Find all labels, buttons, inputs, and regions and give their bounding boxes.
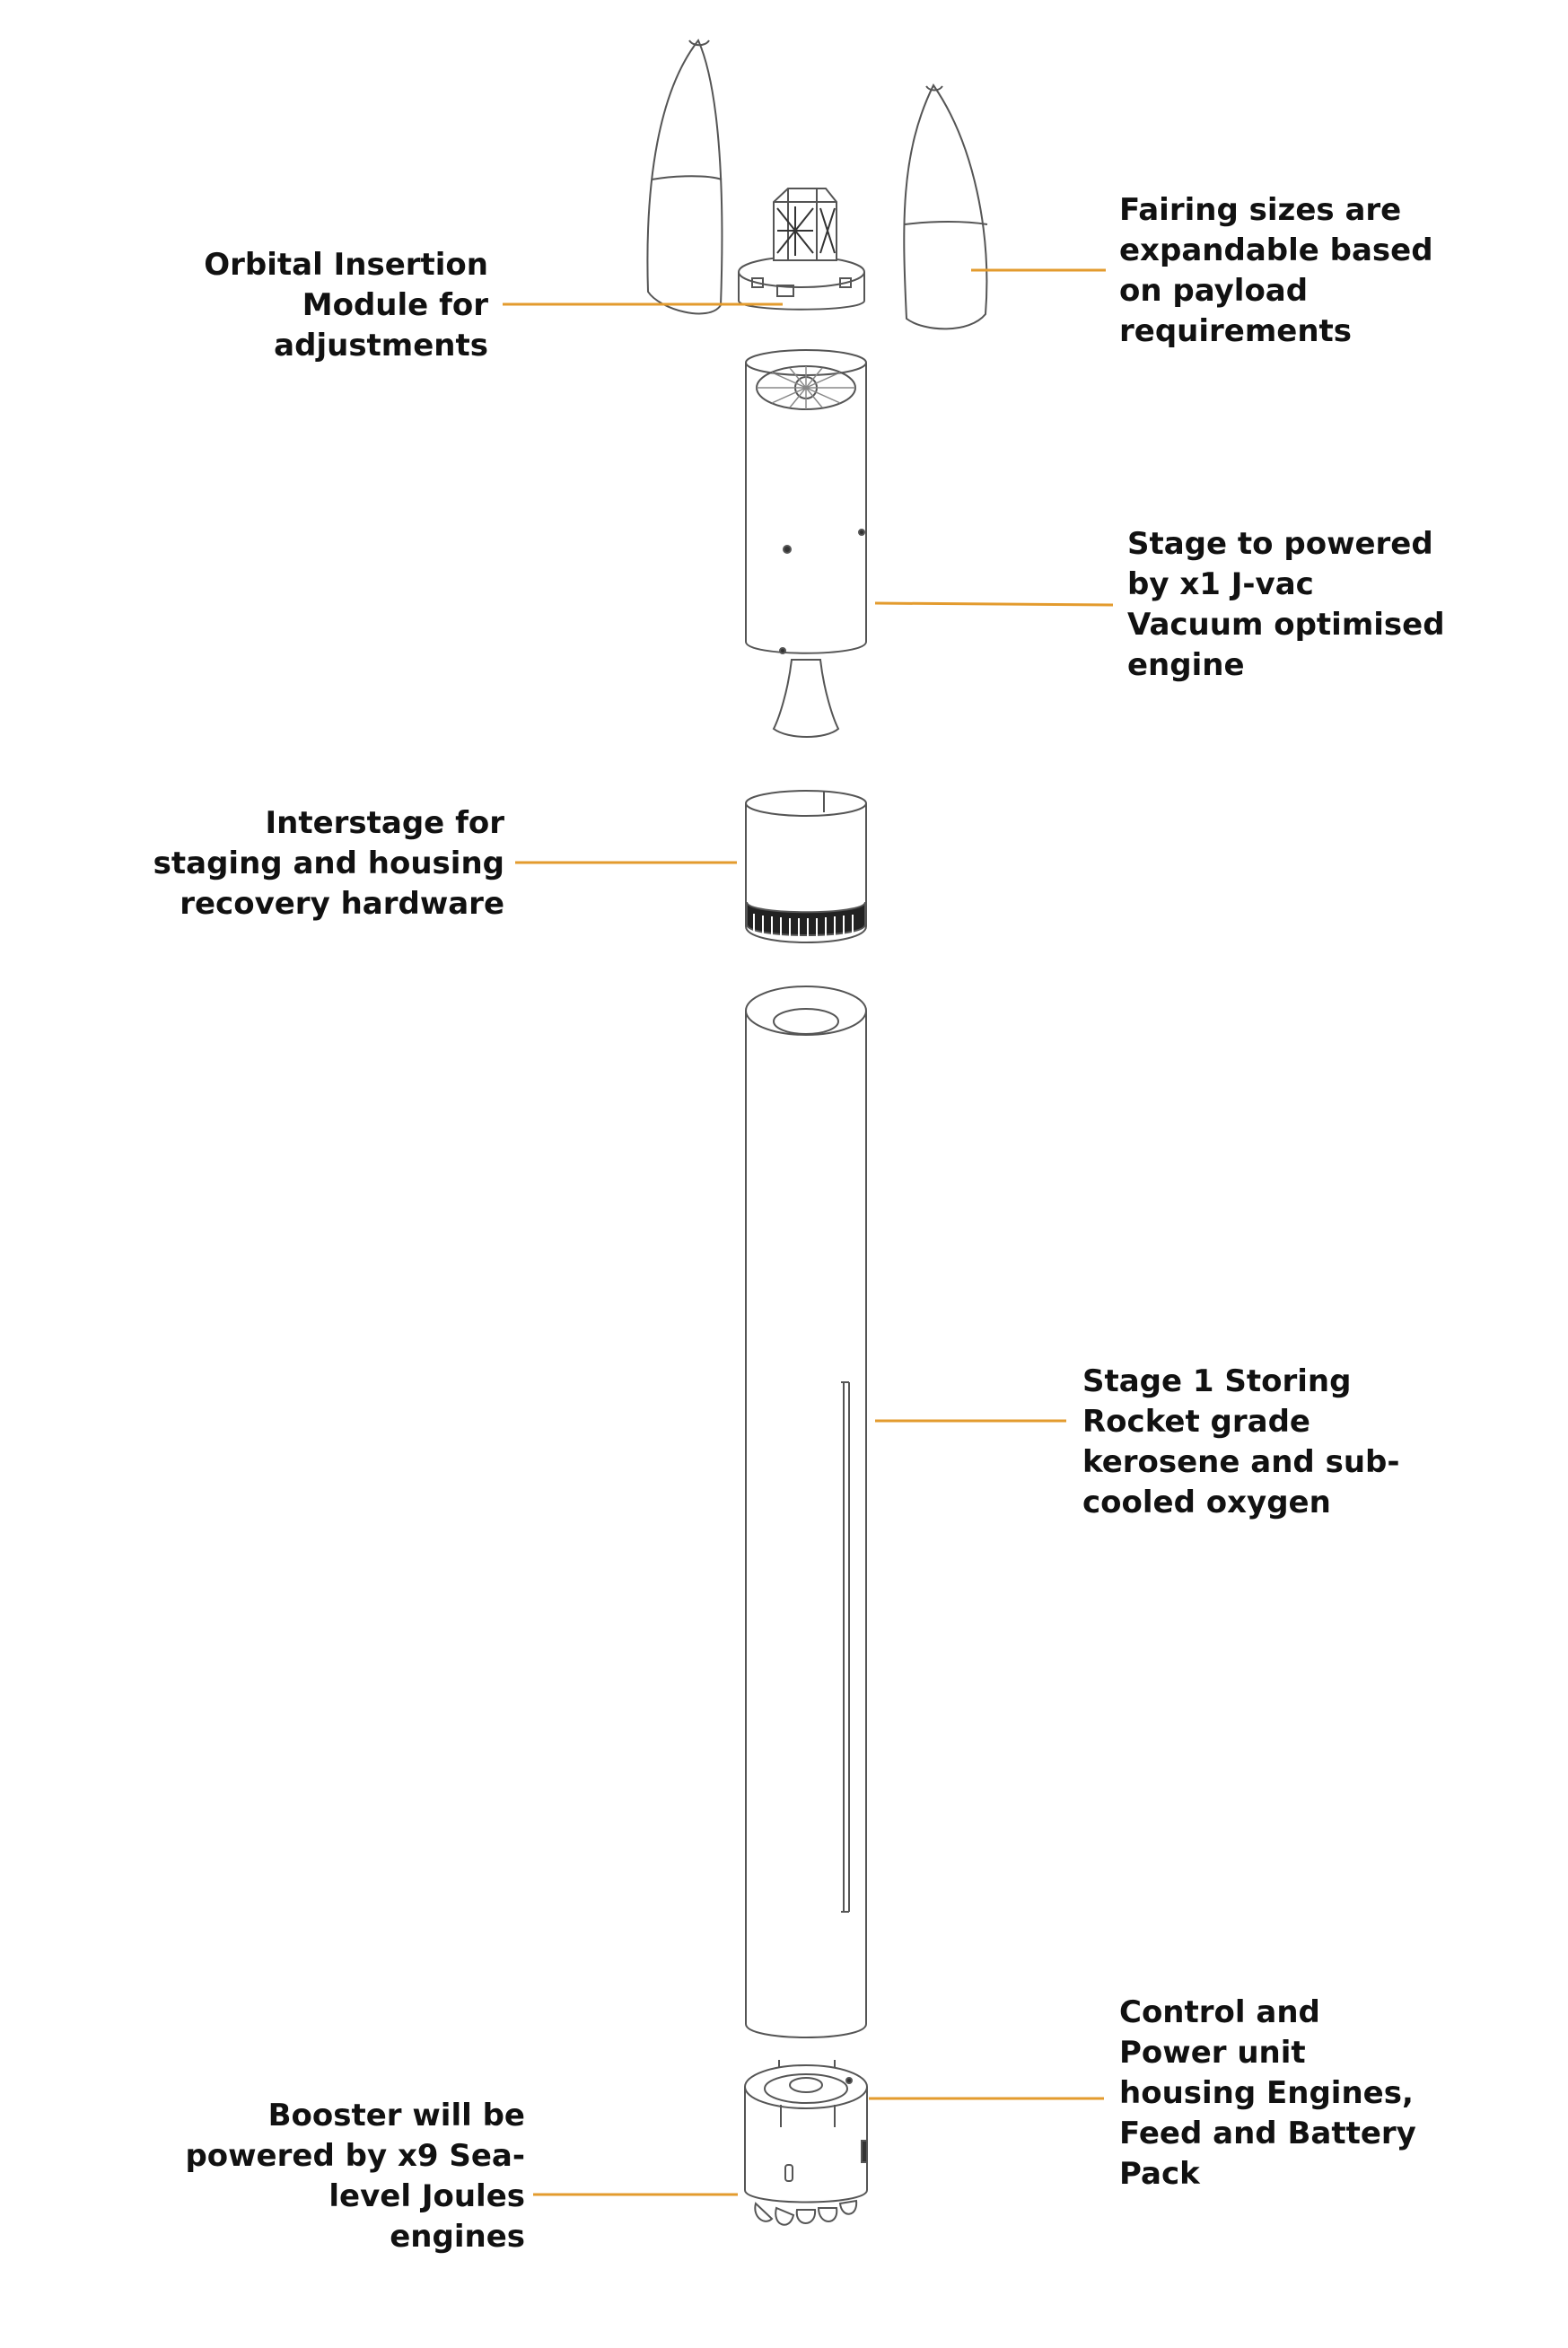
label-booster: Booster will be powered by x9 Sea- level… bbox=[185, 2098, 525, 2255]
booster-unit bbox=[744, 2060, 868, 2226]
leader-line-stage-two bbox=[874, 601, 1114, 607]
second-stage bbox=[745, 349, 867, 738]
label-stage-one: Stage 1 Storing Rocket grade kerosene an… bbox=[1082, 1363, 1400, 1520]
label-control-power: Control and Power unit housing Engines, … bbox=[1119, 1994, 1416, 2192]
fairing-right bbox=[903, 83, 988, 330]
label-interstage: Interstage for staging and housing recov… bbox=[153, 805, 504, 922]
label-orbital-insertion: Orbital Insertion Module for adjustments bbox=[204, 247, 488, 364]
interstage bbox=[745, 790, 867, 943]
first-stage bbox=[745, 986, 867, 2038]
orbital-insertion-module bbox=[738, 188, 865, 311]
label-fairing: Fairing sizes are expandable based on pa… bbox=[1119, 192, 1433, 349]
leader-lines bbox=[503, 268, 1114, 2196]
fairing-left bbox=[646, 39, 723, 315]
label-stage-two: Stage to powered by x1 J-vac Vacuum opti… bbox=[1127, 526, 1445, 683]
